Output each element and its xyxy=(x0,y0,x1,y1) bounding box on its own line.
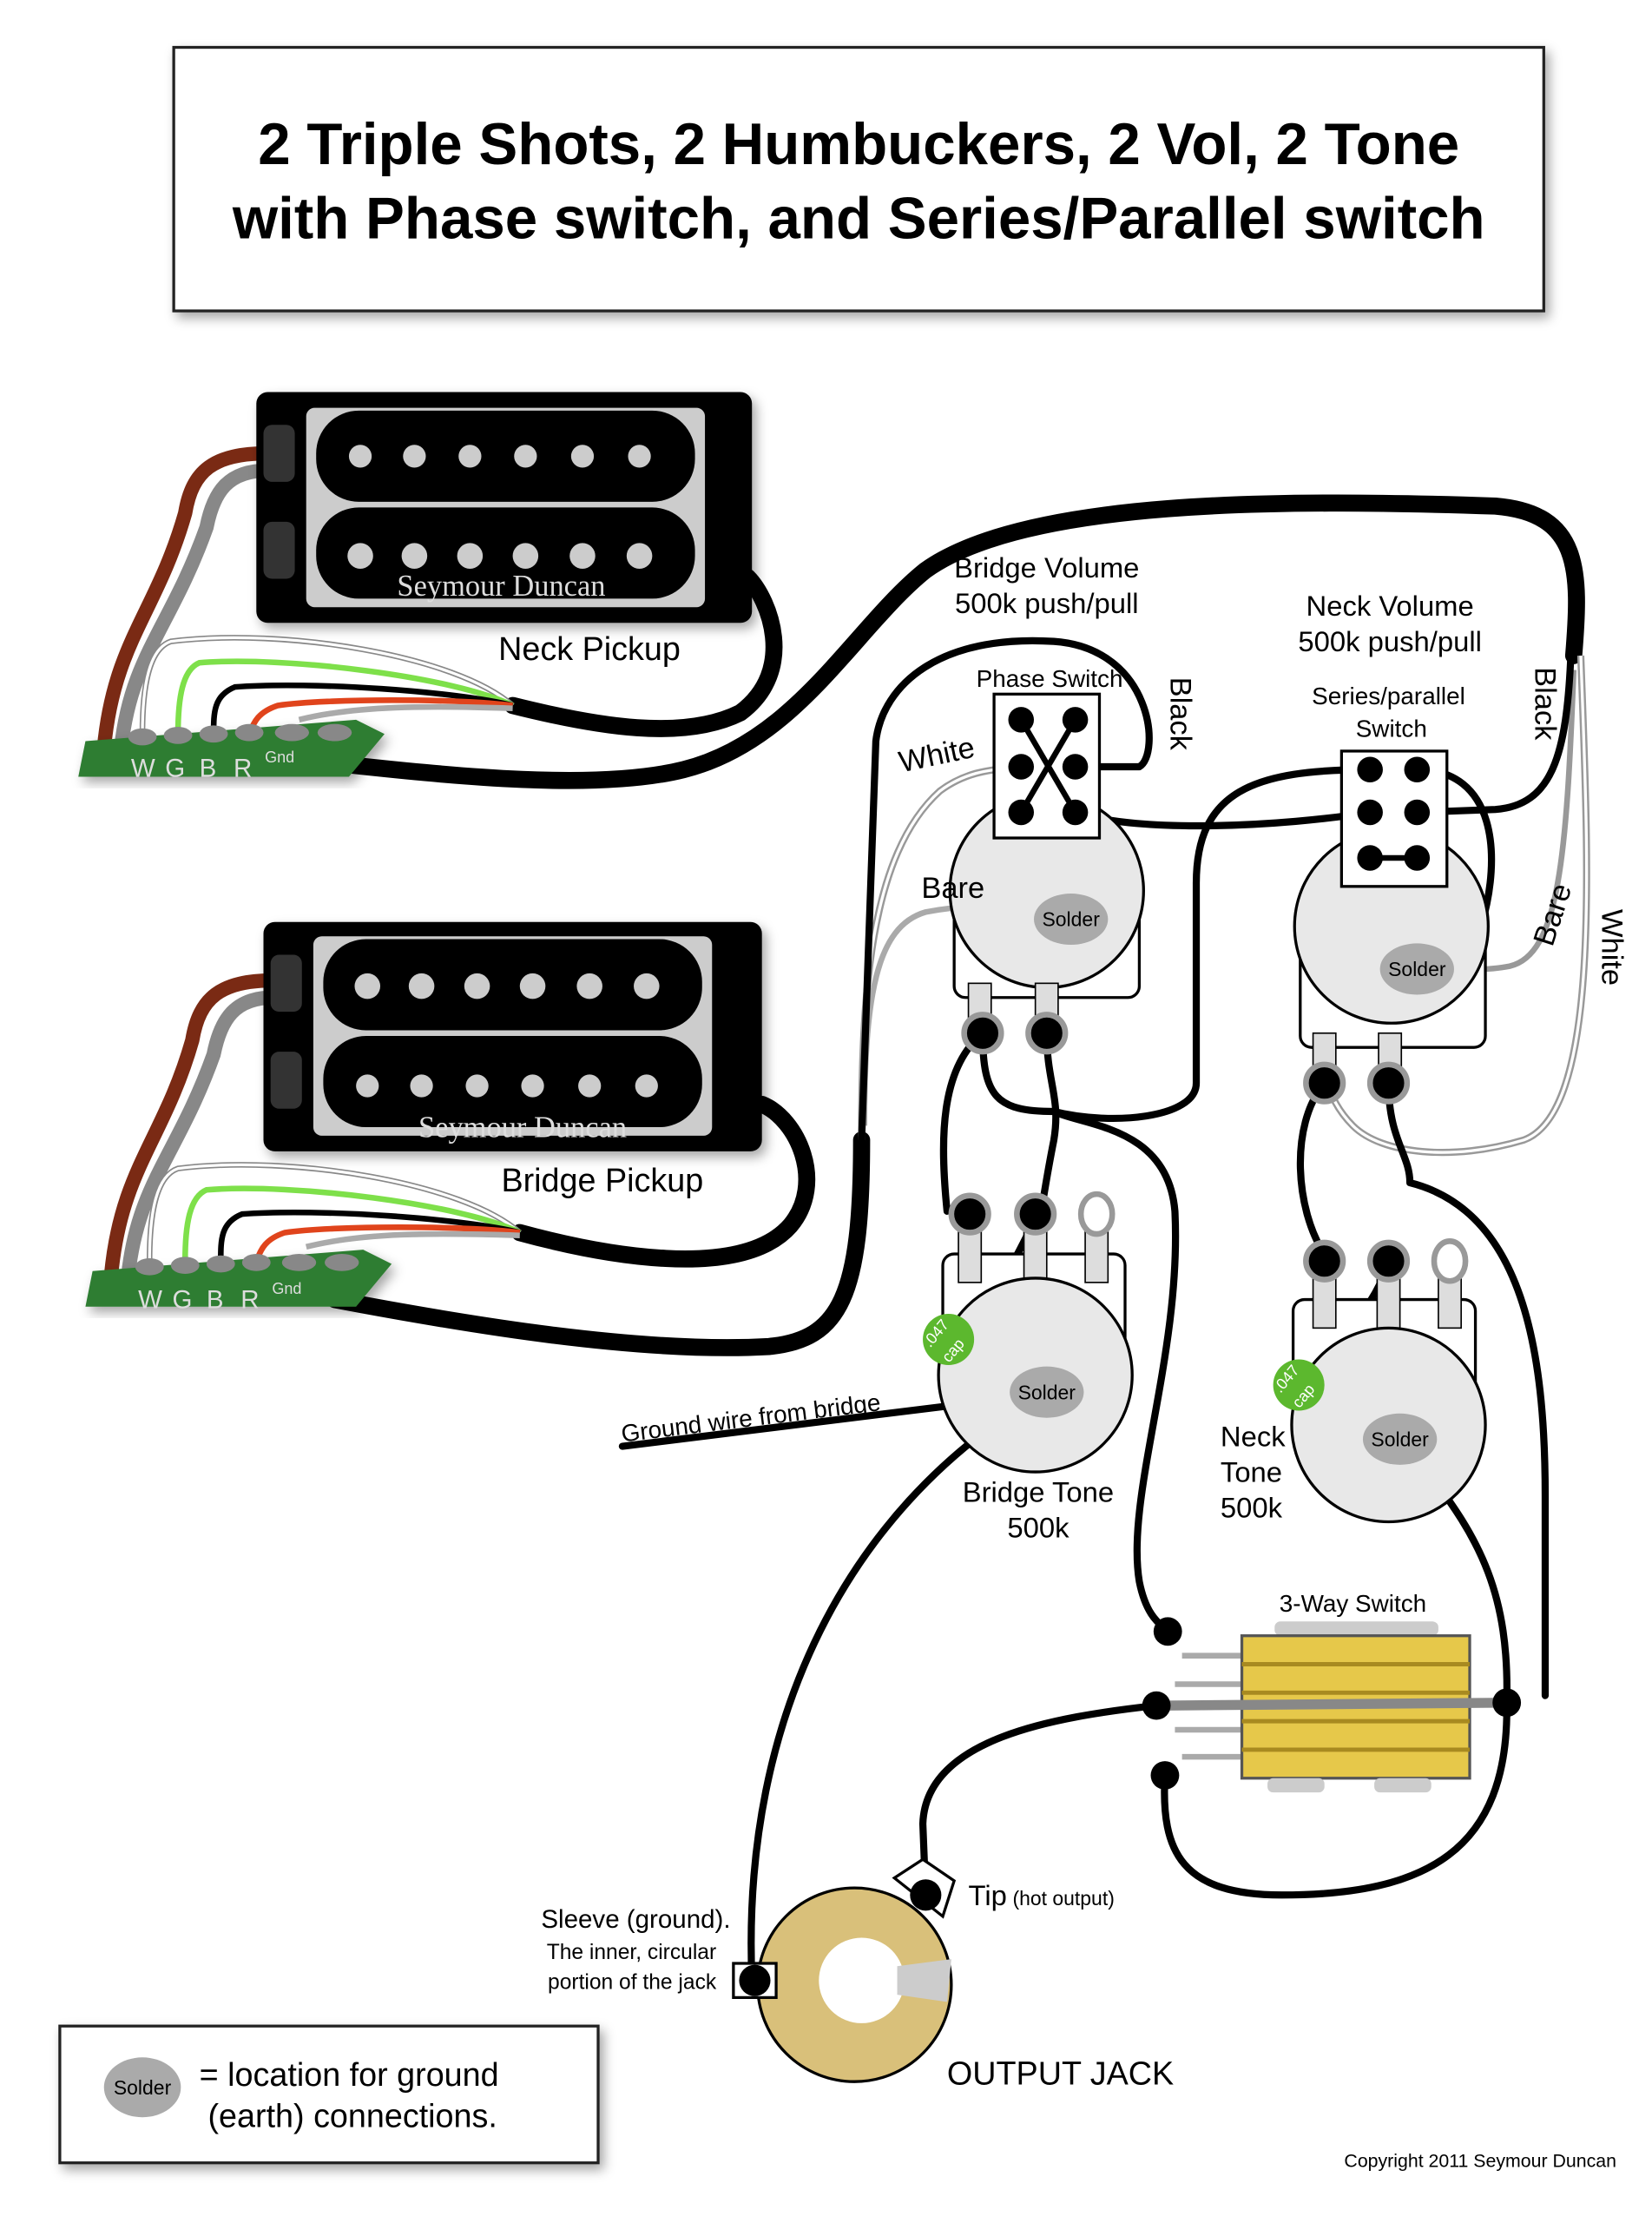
legend-line-1: = location for ground xyxy=(200,2056,499,2093)
wire-label-bare-bridge: Bare xyxy=(921,872,984,905)
bridge-pickup-pcb: W G B R Gnd xyxy=(85,1250,392,1314)
bridge-tone-pot: Solder .047 cap Bridge Tone 500k xyxy=(919,1191,1134,1544)
series-parallel-label-1: Series/parallel xyxy=(1312,683,1465,709)
ground-wire-label: Ground wire from bridge xyxy=(620,1389,882,1447)
output-jack-label: OUTPUT JACK xyxy=(947,2055,1174,2091)
neck-tone-label-3: 500k xyxy=(1221,1492,1283,1524)
title-box: 2 Triple Shots, 2 Humbuckers, 2 Vol, 2 T… xyxy=(172,45,1545,313)
bridge-tone-solder: Solder xyxy=(1018,1381,1076,1403)
jack-sleeve-label-2: The inner, circular xyxy=(547,1941,716,1964)
neck-terminal-r: R xyxy=(234,754,252,782)
bridge-terminal-b: B xyxy=(207,1285,224,1314)
copyright: Copyright 2011 Seymour Duncan xyxy=(1344,2151,1616,2172)
wire-label-black-neck: Black xyxy=(1528,667,1561,741)
neck-volume-label-2: 500k push/pull xyxy=(1298,625,1482,657)
neck-tone-pot: Solder .047 cap Neck Tone 500k xyxy=(1221,1238,1487,1524)
wire-label-black-bridge: Black xyxy=(1164,677,1197,751)
bridge-pickup: Seymour Duncan Bridge Pickup W G B R Gnd xyxy=(85,921,762,1314)
jack-sleeve-label-1: Sleeve (ground). xyxy=(541,1905,730,1934)
neck-pickup-pcb: W G B R Gnd xyxy=(78,719,385,782)
bridge-terminal-gnd: Gnd xyxy=(272,1280,301,1297)
bridge-tone-label-1: Bridge Tone xyxy=(963,1476,1114,1508)
bridge-terminal-r: R xyxy=(240,1285,259,1314)
bridge-pickup-brand-logo: Seymour Duncan xyxy=(418,1112,627,1144)
jack-tip: Tip xyxy=(969,1879,1007,1911)
three-way-switch-label: 3-Way Switch xyxy=(1280,1590,1426,1617)
bridge-volume-label-2: 500k push/pull xyxy=(955,587,1139,619)
legend-box: Solder = location for ground (earth) con… xyxy=(58,2024,600,2165)
neck-volume-pot: Solder Series/parallel Switch Neck Volum… xyxy=(1293,590,1490,1105)
neck-terminal-b: B xyxy=(200,754,217,782)
neck-pickup: Seymour Duncan Neck Pickup W G B R Gnd xyxy=(78,392,753,782)
title-line-2: with Phase switch, and Series/Parallel s… xyxy=(232,186,1485,251)
output-jack: Tip(hot output) Sleeve (ground). The inn… xyxy=(541,1857,1174,2091)
legend-solder: Solder xyxy=(114,2076,172,2099)
title-line-1: 2 Triple Shots, 2 Humbuckers, 2 Vol, 2 T… xyxy=(258,112,1459,177)
bridge-volume-pot: Solder Phase Switch Bridge Volume 500k p… xyxy=(948,551,1145,1055)
neck-terminal-g: G xyxy=(165,754,185,782)
neck-terminal-w: W xyxy=(131,754,155,782)
bridge-volume-solder: Solder xyxy=(1042,908,1100,931)
three-way-switch: 3-Way Switch xyxy=(1142,1590,1522,1793)
bridge-tone-label-2: 500k xyxy=(1007,1512,1070,1544)
bridge-pickup-label: Bridge Pickup xyxy=(501,1162,703,1198)
neck-tone-solder: Solder xyxy=(1371,1428,1429,1451)
series-parallel-label-2: Switch xyxy=(1356,716,1427,742)
legend-line-2: (earth) connections. xyxy=(208,2098,497,2134)
wire-label-bare-neck: Bare xyxy=(1528,880,1579,950)
neck-volume-solder: Solder xyxy=(1388,958,1446,980)
jack-tip-label: Tip(hot output) xyxy=(969,1879,1115,1911)
wire-label-white-bridge: White xyxy=(896,731,977,779)
bridge-terminal-g: G xyxy=(173,1285,193,1314)
jack-tip-note: (hot output) xyxy=(1012,1887,1114,1910)
bridge-volume-label-1: Bridge Volume xyxy=(954,551,1139,584)
wire-label-white-neck: White xyxy=(1596,909,1629,986)
neck-terminal-gnd: Gnd xyxy=(265,749,294,766)
bridge-terminal-w: W xyxy=(138,1285,162,1314)
neck-volume-label-1: Neck Volume xyxy=(1306,590,1474,622)
neck-pickup-brand-logo: Seymour Duncan xyxy=(397,570,605,603)
neck-tone-label-1: Neck xyxy=(1221,1421,1286,1453)
neck-tone-label-2: Tone xyxy=(1221,1456,1282,1488)
neck-pickup-label: Neck Pickup xyxy=(498,630,681,667)
phase-switch-label: Phase Switch xyxy=(977,665,1123,692)
jack-sleeve-label-3: portion of the jack xyxy=(548,1971,717,1995)
